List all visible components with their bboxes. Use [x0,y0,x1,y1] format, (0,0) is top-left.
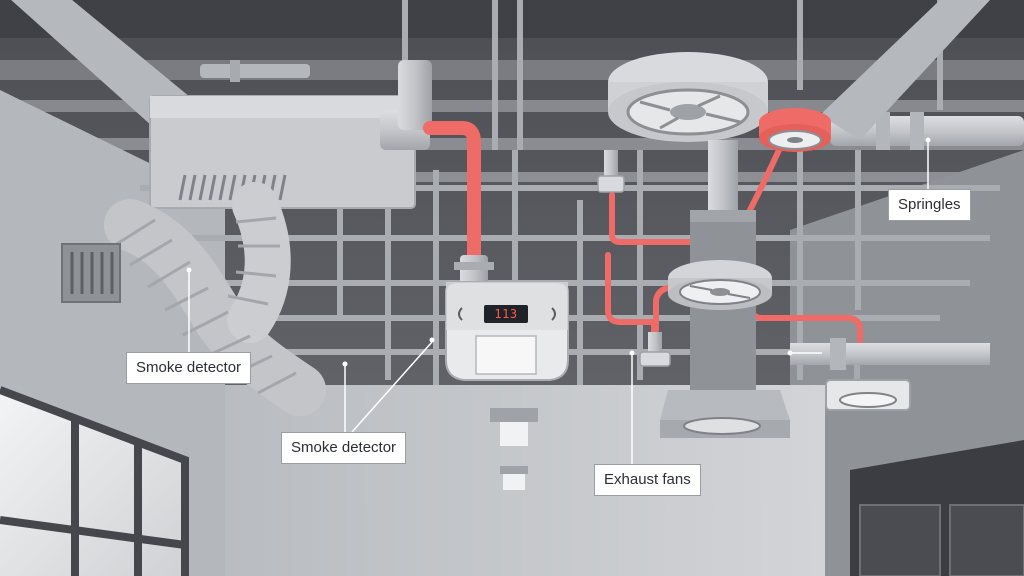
light-fixture-icon [490,408,538,490]
smoke-detector-icon [759,108,831,152]
leader-lines [188,142,929,464]
sprinkler-head-icon [597,150,625,193]
wall-vent-icon [61,243,121,303]
panel-display-readout: 113 [484,305,528,323]
window-icon [0,386,189,576]
flex-duct-icon [104,182,326,416]
pipe-right-detector [790,343,990,365]
hvac-duct-icon [149,60,432,209]
exhaust-fan-icon [608,52,768,142]
label-exhaust-fans: Exhaust fans [594,464,701,496]
label-sprinkles: Springles [888,189,971,221]
label-smoke-detector-center: Smoke detector [281,432,407,464]
label-smoke-detector-left: Smoke detector [126,352,252,384]
red-supply-pipe [423,121,481,269]
sprinkler-head-icon [639,332,671,367]
control-panel-icon [445,281,569,381]
exhaust-fan-icon [668,260,772,310]
diagonal-duct-right [820,0,990,140]
smoke-detector-icon [825,360,911,411]
